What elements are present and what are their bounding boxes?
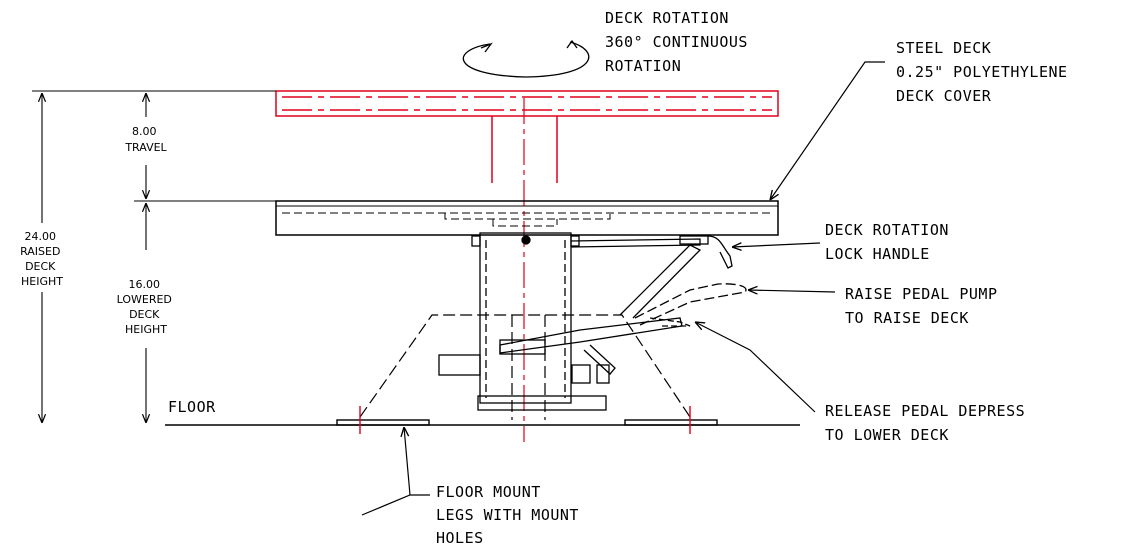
floor-mount-label: FLOOR MOUNT LEGS WITH MOUNT HOLES — [436, 483, 589, 546]
steel-deck — [275, 200, 779, 236]
raised-dim: 24.00 RAISED DECK HEIGHT — [20, 230, 64, 288]
floor-mount-legs — [336, 419, 718, 426]
dimension-lines — [32, 90, 276, 423]
travel-dim: 8.00 TRAVEL — [124, 125, 167, 154]
lock-handle-label: DECK ROTATION LOCK HANDLE — [825, 221, 958, 263]
raised-deck-outline — [275, 90, 779, 183]
leader-lines — [361, 61, 885, 516]
pedal-linkage — [499, 235, 747, 375]
deck-rotation-label: DECK ROTATION 360° CONTINUOUS ROTATION — [605, 9, 758, 75]
rotation-arrow-icon — [462, 39, 590, 78]
release-pedal-label: RELEASE PEDAL DEPRESS TO LOWER DECK — [825, 402, 1035, 444]
raise-pedal-label: RAISE PEDAL PUMP TO RAISE DECK — [845, 285, 1007, 327]
lowered-dim: 16.00 LOWERED DECK HEIGHT — [117, 278, 176, 336]
base-outline — [359, 314, 691, 420]
steel-deck-label: STEEL DECK 0.25" POLYETHYLENE DECK COVER — [896, 39, 1077, 105]
floor-label: FLOOR — [168, 398, 216, 416]
